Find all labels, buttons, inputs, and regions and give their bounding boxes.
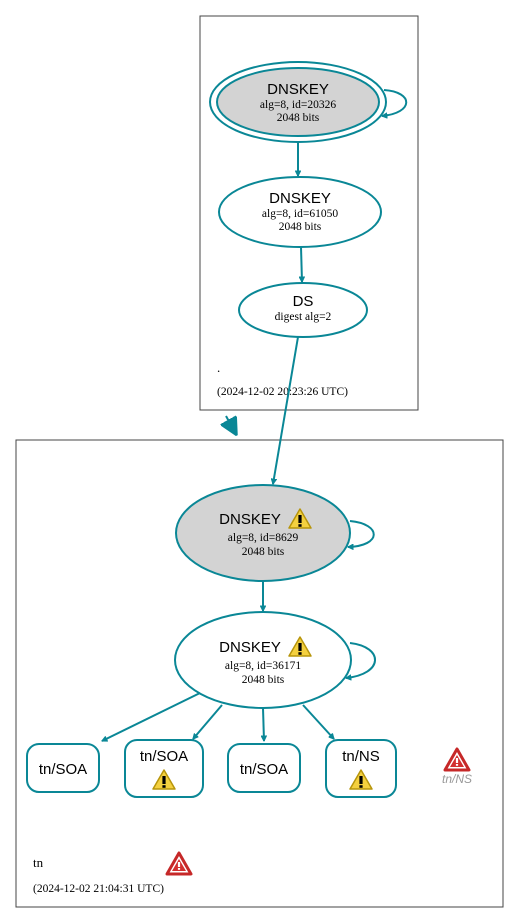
root-ksk-self-edge (382, 89, 408, 116)
root-ksk-node[interactable]: DNSKEY alg=8, id=20326 2048 bits (209, 61, 387, 143)
ds-to-tn-ksk-edge (273, 336, 299, 484)
ns-error-label: tn/NS (442, 772, 472, 786)
rrset-label: tn/SOA (39, 761, 87, 778)
ns-error-node[interactable]: tn/NS (442, 747, 472, 786)
root-zone-timestamp: (2024-12-02 20:23:26 UTC) (217, 386, 348, 398)
tn-zone: DNSKEY alg=8, id=8629 2048 bits DNSKEY a… (15, 336, 504, 908)
tn-zsk-to-rrset-0-edge (102, 692, 201, 742)
root-ksk-size: 2048 bits (277, 112, 320, 124)
tn-zsk-size: 2048 bits (242, 674, 285, 686)
tn-ksk-self-edge (348, 520, 375, 547)
tn-zsk-detail: alg=8, id=36171 (225, 660, 301, 672)
root-zsk-to-ds-edge (301, 246, 302, 282)
rrset-node[interactable]: tn/SOA (26, 743, 100, 793)
delegation-edge (226, 416, 236, 434)
tn-zsk-self-edge (346, 642, 376, 678)
tn-ksk-type: DNSKEY (219, 511, 281, 528)
tn-zsk-to-rrset-3-edge (302, 704, 334, 739)
rrset-label: tn/SOA (240, 761, 288, 778)
tn-zsk-node[interactable]: DNSKEY alg=8, id=36171 2048 bits (174, 611, 352, 709)
tn-ksk-node[interactable]: DNSKEY alg=8, id=8629 2048 bits (175, 484, 351, 582)
rrset-node[interactable]: tn/SOA (227, 743, 301, 793)
root-zsk-size: 2048 bits (279, 221, 322, 233)
ds-detail: digest alg=2 (275, 311, 332, 323)
tn-zsk-to-rrset-2-edge (263, 707, 264, 741)
tn-zsk-type: DNSKEY (219, 639, 281, 656)
ds-node[interactable]: DS digest alg=2 (238, 282, 368, 338)
root-zsk-node[interactable]: DNSKEY alg=8, id=61050 2048 bits (218, 176, 382, 248)
root-zsk-detail: alg=8, id=61050 (262, 208, 338, 220)
tn-zsk-to-rrset-1-edge (193, 704, 223, 739)
tn-ksk-detail: alg=8, id=8629 (228, 532, 299, 544)
root-zone: DNSKEY alg=8, id=20326 2048 bits DNSKEY … (199, 15, 419, 411)
rrset-label: tn/NS (342, 748, 380, 765)
rrset-label: tn/SOA (140, 748, 188, 765)
root-zone-name: . (217, 360, 220, 375)
tn-zone-timestamp: (2024-12-02 21:04:31 UTC) (33, 883, 164, 895)
root-ksk-detail: alg=8, id=20326 (260, 99, 336, 111)
tn-ksk-size: 2048 bits (242, 546, 285, 558)
ds-type: DS (293, 293, 314, 310)
rrset-node[interactable]: tn/NS (325, 739, 397, 798)
rrset-node[interactable]: tn/SOA (124, 739, 204, 798)
root-zsk-type: DNSKEY (269, 190, 331, 207)
tn-zone-name: tn (33, 855, 44, 870)
root-ksk-type: DNSKEY (267, 81, 329, 98)
